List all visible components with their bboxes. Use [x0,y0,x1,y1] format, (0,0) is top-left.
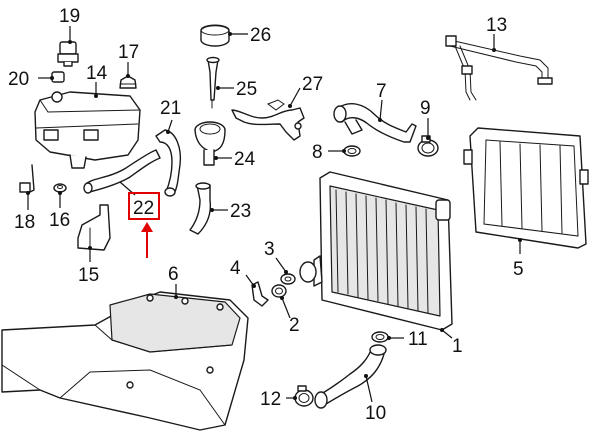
highlighted-callout: 22 [128,192,160,258]
retaining-clip-part [251,281,269,307]
callout-14: 14 [86,63,108,84]
callout-9: 9 [420,98,431,119]
callout-6: 6 [168,264,179,285]
callout-20: 20 [8,69,29,90]
callout-1: 1 [452,336,463,357]
leader-10 [365,375,373,403]
seal-ring-part [343,145,361,157]
tank-bracket-part [77,204,111,251]
callout-8: 8 [312,142,323,163]
callout-17: 17 [118,42,139,63]
bypass-hose-part [189,182,212,235]
radiator-part [299,171,453,331]
filler-neck-part [194,121,226,166]
callout-5: 5 [513,259,524,280]
callout-4: 4 [230,258,241,279]
highlight-box [128,192,160,220]
upper-radiator-hose-part [333,103,417,143]
leader-27 [289,87,301,107]
callout-22: 22 [133,198,154,219]
callout-23: 23 [230,201,251,222]
callout-21: 21 [160,98,181,119]
grommet-part [53,183,67,193]
leader-ends [26,32,522,400]
filler-tube-part [206,56,220,109]
callout-13: 13 [486,15,507,36]
upper-tank-hose-part [155,129,182,197]
condenser-part [463,127,589,249]
tank-cap-part [119,75,137,89]
coolant-pipe-part [231,99,305,141]
lower-tank-hose-part [83,149,161,194]
cooler-line-part [445,35,553,101]
callout-24: 24 [234,149,256,170]
callout-27: 27 [302,74,323,95]
lower-hose-clamp-part [294,385,314,407]
callout-10: 10 [365,403,386,424]
lower-seal-part [371,331,389,343]
callout-18: 18 [14,212,35,233]
leader-3 [275,257,287,273]
callout-16: 16 [49,210,70,231]
drain-plug-part [271,284,287,298]
lower-radiator-hose-part [314,344,387,409]
callout-2: 2 [289,315,300,336]
highlight-arrow-head [141,222,153,232]
callout-12: 12 [260,389,281,410]
callout-7: 7 [376,81,387,102]
filler-cap-part [200,24,230,47]
level-sensor-part [19,164,35,193]
leader-4 [245,274,255,287]
callout-19: 19 [59,6,80,27]
callout-3: 3 [264,239,275,260]
hose-clamp-part [417,135,439,157]
leader-2 [281,297,291,319]
callout-11: 11 [408,329,428,350]
callout-25: 25 [236,79,257,100]
valve-part [57,41,79,67]
callout-15: 15 [78,265,99,286]
splash-shield-part [1,291,249,431]
leader-1 [441,329,453,339]
callout-26: 26 [250,25,271,46]
plug-part [51,71,65,83]
leader-21 [167,119,173,133]
leader-lines [27,26,521,403]
expansion-tank-part [34,91,141,169]
radiator-seal-part [280,273,296,285]
callout-labels: 19 20 14 17 16 18 15 21 26 25 24 23 27 7… [8,6,524,424]
leader-7 [379,99,383,121]
